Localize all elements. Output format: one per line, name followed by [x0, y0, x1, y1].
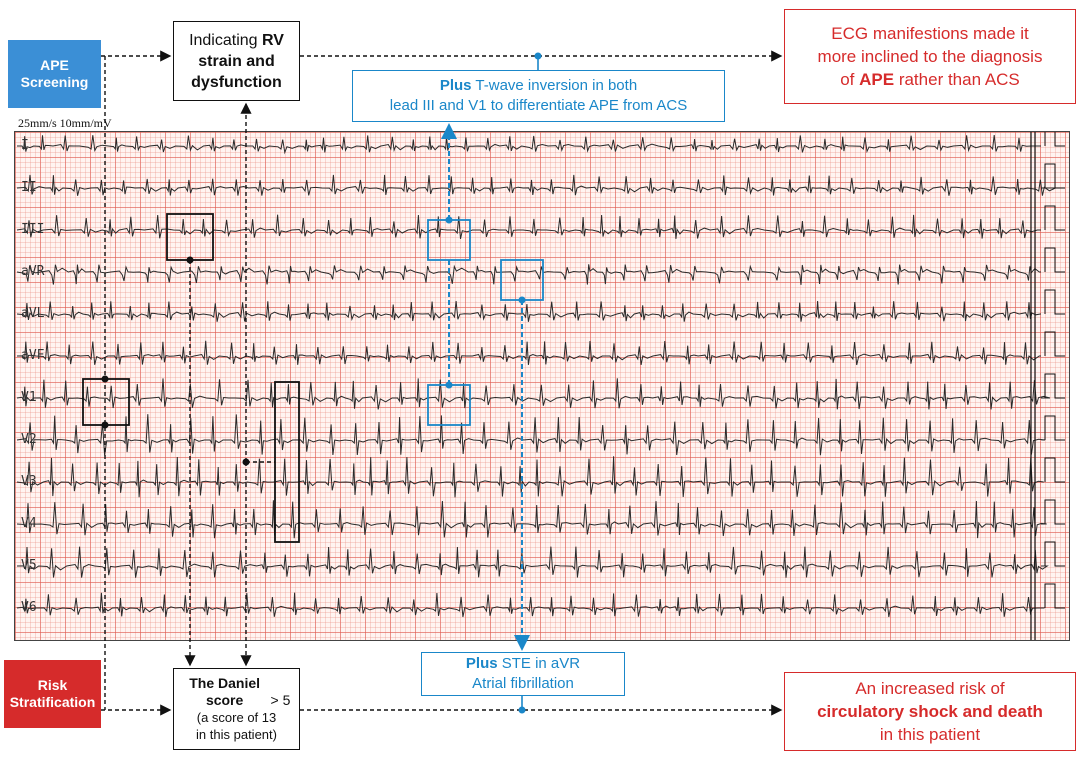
calibration-pulse-i — [1044, 132, 1065, 147]
risk-stratification-tag: Risk Stratification — [4, 660, 101, 728]
ecg-trace-v1 — [16, 378, 1051, 410]
ecg-trace-ii — [16, 174, 1056, 196]
ste-avr-box: Plus STE in aVR Atrial fibrillation — [421, 652, 625, 696]
ape-screening-tag: APE Screening — [8, 40, 101, 108]
calibration-pulse-v5 — [1044, 541, 1065, 567]
ecg-trace-avr — [16, 264, 1041, 285]
ecg-traces — [16, 132, 1065, 640]
calibration-pulse-v3 — [1044, 457, 1065, 483]
calibration-pulse-v1 — [1044, 373, 1065, 399]
calibration-pulse-v4 — [1044, 499, 1065, 525]
risk-outcome-line3: in this patient — [879, 725, 981, 744]
bottom-flow-junction — [518, 706, 526, 714]
lead-label-avf: aVF — [21, 348, 45, 363]
daniel-score-line3: (a score of 13 — [196, 710, 277, 725]
lead-label-i: I — [21, 138, 29, 153]
ecg-trace-avf — [16, 340, 1041, 366]
ecg-trace-v3 — [16, 456, 1044, 498]
lead-label-v3: V3 — [21, 474, 37, 489]
ste-plus: Plus — [465, 655, 498, 672]
calibration-pulse-avf — [1044, 331, 1065, 357]
ape-diagnosis-line2: more inclined to the diagnosis — [817, 47, 1043, 66]
ste-line1: STE in aVR — [497, 655, 581, 672]
calibration-pulse-ii — [1044, 163, 1065, 189]
twave-plus: Plus — [439, 77, 472, 94]
ape-screening-label: APE Screening — [20, 57, 89, 90]
risk-outcome-line1: An increased risk of — [855, 679, 1005, 698]
rv-box-prefix: Indicating — [189, 31, 262, 49]
ecg-trace-iii — [16, 214, 1041, 240]
twave-inversion-box: Plus T-wave inversion in both lead III a… — [352, 70, 725, 122]
ecg-trace-v4 — [16, 500, 1047, 539]
ecg-trace-v2 — [16, 414, 1046, 456]
rv-box-rv: RV — [262, 31, 284, 49]
ape-diagnosis-pre3: of — [840, 70, 860, 89]
daniel-score-box: The Daniel score > 5 (a score of 13 in t… — [173, 668, 300, 750]
ecg-trace-v6 — [16, 592, 1045, 618]
calibration-pulse-iii — [1044, 205, 1065, 231]
ecg-trace-i — [17, 135, 1041, 155]
lead-label-avl: aVL — [21, 306, 45, 321]
ape-diagnosis-box: ECG manifestions made it more inclined t… — [784, 9, 1076, 104]
calibration-pulse-v6 — [1044, 583, 1065, 609]
ecg-scale-label: 25mm/s 10mm/mV — [18, 116, 112, 130]
rv-box-strain: strain and dysfunction — [191, 52, 282, 91]
rv-strain-box: Indicating RV strain and dysfunction — [173, 21, 300, 101]
daniel-score-line4: in this patient) — [196, 727, 277, 742]
top-flow-junction — [534, 52, 542, 60]
lead-label-v4: V4 — [21, 516, 37, 531]
daniel-score-bold: The Daniel score — [189, 675, 261, 708]
calibration-pulse-avl — [1044, 289, 1065, 315]
ecg-trace-avl — [16, 300, 1041, 322]
lead-label-v1: V1 — [21, 390, 37, 405]
lead-label-v6: V6 — [21, 600, 37, 615]
twave-line1: T-wave inversion in both — [471, 77, 638, 94]
daniel-score-suffix: > 5 — [266, 692, 291, 708]
ape-diagnosis-line1: ECG manifestions made it — [831, 24, 1029, 43]
lead-label-v5: V5 — [21, 558, 37, 573]
risk-outcome-bold: circulatory shock and death — [817, 702, 1043, 721]
ape-diagnosis-ape: APE — [859, 70, 895, 89]
ape-diagnosis-post3: rather than ACS — [894, 70, 1020, 89]
twave-line2: lead III and V1 to differentiate APE fro… — [389, 97, 688, 114]
risk-outcome-box: An increased risk of circulatory shock a… — [784, 672, 1076, 751]
calibration-pulse-v2 — [1044, 415, 1065, 441]
ste-line2: Atrial fibrillation — [472, 675, 574, 692]
lead-label-ii: II — [21, 180, 37, 195]
lead-label-avr: aVR — [21, 264, 45, 279]
risk-stratification-label: Risk Stratification — [9, 677, 96, 710]
lead-label-iii: III — [21, 222, 45, 237]
calibration-pulse-avr — [1044, 247, 1065, 273]
ecg-trace-v5 — [16, 546, 1049, 578]
lead-label-v2: V2 — [21, 432, 37, 447]
